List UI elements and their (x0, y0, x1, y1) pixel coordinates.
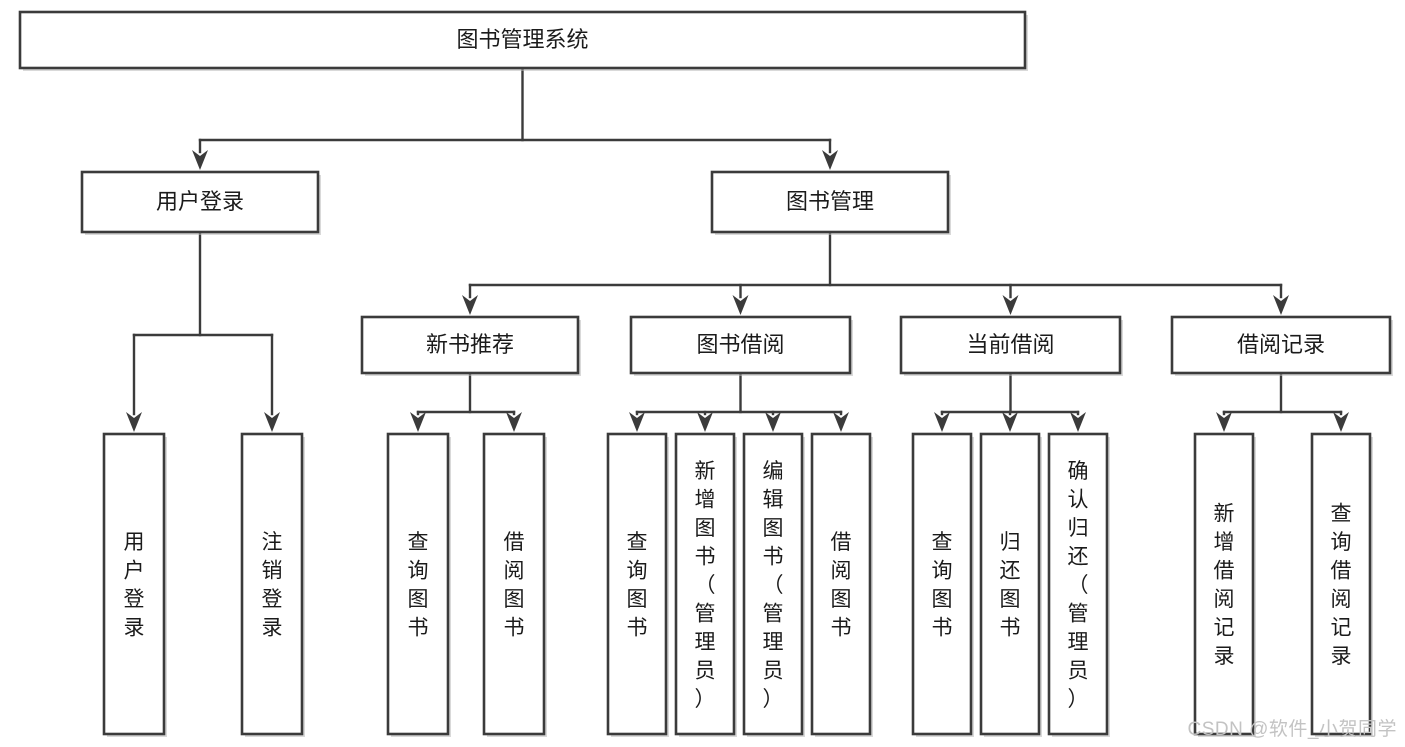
connector-arrowhead (732, 295, 749, 315)
node-book-manage[interactable]: 图书管理 (710, 170, 951, 235)
connector-arrowhead (697, 412, 713, 432)
node-leaf-borrow-book-2-label: 借阅图书 (831, 531, 852, 640)
node-leaf-add-record[interactable]: 新增借阅记录 (1193, 432, 1256, 737)
node-user-login[interactable]: 用户登录 (80, 170, 321, 235)
edges-layer (126, 66, 1349, 432)
connector-arrowhead (765, 412, 781, 432)
node-leaf-query-book-2[interactable]: 查询图书 (606, 432, 669, 737)
node-leaf-query-book-1-label: 查询图书 (408, 531, 429, 640)
node-root-box[interactable] (18, 10, 1027, 70)
node-leaf-edit-book-label: 编辑图书（管理员） (763, 460, 784, 711)
node-book-borrow-box[interactable] (629, 315, 852, 375)
connector-arrowhead (264, 412, 280, 432)
node-current-borrow-box[interactable] (899, 315, 1122, 375)
node-leaf-return-book[interactable]: 归还图书 (979, 432, 1042, 737)
connector-arrowhead (462, 295, 478, 315)
node-leaf-user-login-label: 用户登录 (124, 531, 145, 640)
node-book-manage-box[interactable] (710, 170, 950, 234)
connector-arrowhead (1273, 295, 1289, 315)
connector-arrowhead (1333, 412, 1349, 432)
connector-arrowhead (1002, 295, 1019, 315)
node-leaf-user-logout[interactable]: 注销登录 (240, 432, 305, 737)
watermark-text: CSDN @软件_小贺同学 (1187, 719, 1397, 740)
node-leaf-user-login[interactable]: 用户登录 (102, 432, 167, 737)
node-book-borrow[interactable]: 图书借阅 (629, 315, 853, 376)
node-leaf-confirm-return-label: 确认归还（管理员） (1068, 460, 1089, 711)
node-leaf-add-book-label: 新增图书（管理员） (695, 460, 716, 711)
node-leaf-edit-book[interactable]: 编辑图书（管理员） (742, 432, 805, 737)
connector-arrowhead (833, 412, 849, 432)
node-leaf-user-logout-box[interactable] (240, 432, 304, 736)
node-book-borrow-label: 图书借阅 (696, 332, 784, 357)
node-leaf-query-record-box[interactable] (1310, 432, 1372, 736)
connector-arrowhead (1002, 412, 1018, 432)
connector-arrowhead (410, 412, 426, 432)
node-leaf-query-book-3[interactable]: 查询图书 (911, 432, 974, 737)
node-leaf-confirm-return[interactable]: 确认归还（管理员） (1047, 432, 1110, 737)
node-leaf-return-book-label: 归还图书 (1000, 531, 1021, 640)
connector-arrowhead (506, 412, 522, 432)
node-user-login-box[interactable] (80, 170, 320, 234)
node-new-book-rec[interactable]: 新书推荐 (360, 315, 581, 376)
connector-arrowhead (192, 150, 208, 170)
connector-arrowhead (934, 412, 950, 432)
node-leaf-edit-book-box[interactable] (742, 432, 804, 736)
node-leaf-add-book[interactable]: 新增图书（管理员） (674, 432, 737, 737)
connector-arrowhead (1216, 412, 1232, 432)
connector-arrowhead (126, 412, 142, 432)
node-leaf-add-record-box[interactable] (1193, 432, 1255, 736)
node-leaf-add-book-box[interactable] (674, 432, 736, 736)
node-leaf-borrow-book-1-box[interactable] (482, 432, 546, 736)
node-new-book-rec-box[interactable] (360, 315, 580, 375)
node-root[interactable]: 图书管理系统 (18, 10, 1028, 71)
node-book-manage-label: 图书管理 (786, 189, 874, 214)
connector-arrowhead (822, 150, 838, 170)
node-leaf-return-book-box[interactable] (979, 432, 1041, 736)
node-borrow-record-label: 借阅记录 (1237, 332, 1325, 357)
node-new-book-rec-label: 新书推荐 (426, 332, 514, 357)
node-leaf-borrow-book-2[interactable]: 借阅图书 (810, 432, 873, 737)
node-leaf-query-book-2-box[interactable] (606, 432, 668, 736)
node-current-borrow-label: 当前借阅 (966, 332, 1054, 357)
node-leaf-query-book-3-box[interactable] (911, 432, 973, 736)
node-leaf-add-record-label: 新增借阅记录 (1214, 503, 1235, 669)
node-leaf-confirm-return-box[interactable] (1047, 432, 1109, 736)
connector-arrowhead (1070, 412, 1086, 432)
node-leaf-query-book-2-label: 查询图书 (627, 531, 648, 640)
node-leaf-query-record-label: 查询借阅记录 (1331, 503, 1352, 669)
node-leaf-query-book-3-label: 查询图书 (932, 531, 953, 640)
node-leaf-query-record[interactable]: 查询借阅记录 (1310, 432, 1373, 737)
node-leaf-query-book-1[interactable]: 查询图书 (386, 432, 451, 737)
node-leaf-borrow-book-2-box[interactable] (810, 432, 872, 736)
connector-arrowhead (629, 412, 645, 432)
node-leaf-user-login-box[interactable] (102, 432, 166, 736)
node-leaf-user-logout-label: 注销登录 (262, 531, 283, 640)
node-current-borrow[interactable]: 当前借阅 (899, 315, 1123, 376)
node-leaf-borrow-book-1-label: 借阅图书 (504, 531, 525, 640)
node-borrow-record-box[interactable] (1170, 315, 1392, 375)
node-root-label: 图书管理系统 (456, 27, 588, 52)
node-user-login-label: 用户登录 (156, 189, 244, 214)
node-leaf-query-book-1-box[interactable] (386, 432, 450, 736)
nodes-layer: 用户登录图书管理新书推荐图书借阅当前借阅借阅记录用户登录注销登录查询图书借阅图书… (18, 10, 1393, 737)
node-leaf-borrow-book-1[interactable]: 借阅图书 (482, 432, 547, 737)
node-borrow-record[interactable]: 借阅记录 (1170, 315, 1393, 376)
